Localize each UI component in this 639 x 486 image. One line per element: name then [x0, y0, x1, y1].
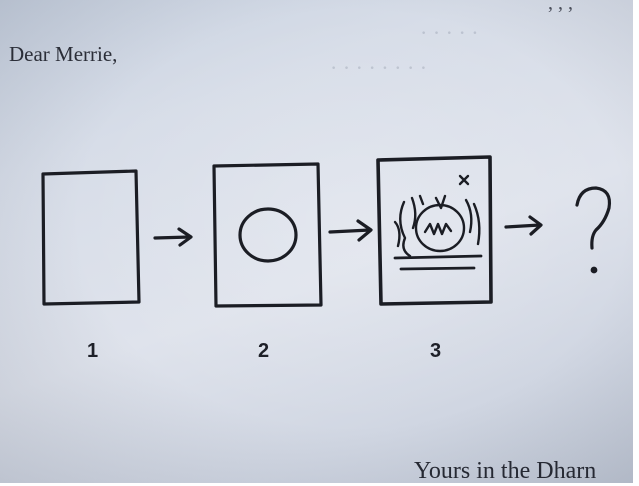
- step-2-page: [212, 162, 323, 308]
- arrow-2-icon: [328, 219, 373, 242]
- bleed-through-text: · · · · ·: [420, 20, 479, 45]
- cut-off-top-text: , , ,: [548, 0, 573, 14]
- step-1-blank-page: [41, 169, 141, 306]
- step-1-number: 1: [87, 340, 99, 362]
- arrow-3-icon: [504, 215, 543, 236]
- arrow-1-icon: [153, 227, 193, 247]
- step-3-number: 3: [430, 340, 442, 362]
- step-2-number: 2: [258, 340, 270, 362]
- step-3-figure-icon: [393, 174, 481, 258]
- question-mark-icon: [575, 186, 612, 274]
- step-3-page: [376, 155, 493, 306]
- step-2-circle-icon: [238, 207, 298, 263]
- bleed-through-text: · · · · · · · ·: [330, 55, 428, 80]
- image-border: [0, 483, 639, 486]
- image-border: [633, 0, 639, 486]
- step-3-text-lines: [393, 254, 483, 271]
- salutation: Dear Merrie,: [9, 42, 118, 66]
- closing-line: Yours in the Dharn: [414, 458, 597, 484]
